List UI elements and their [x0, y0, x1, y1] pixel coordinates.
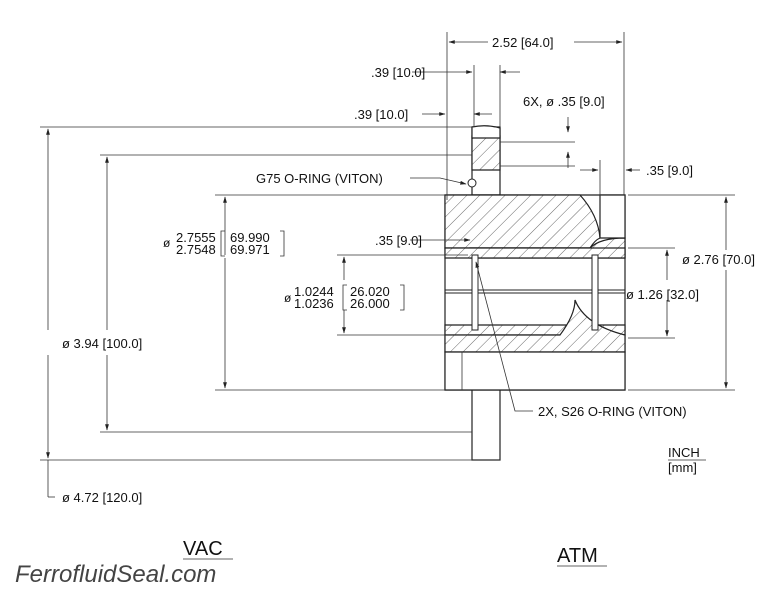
pilot-dia-mm-top: 69.990 — [230, 230, 270, 245]
housing-right-step — [599, 194, 626, 239]
pilot-dia-mm-bot: 69.971 — [230, 242, 270, 257]
vac-side-label: VAC — [183, 538, 223, 560]
dimension-lines — [40, 32, 735, 498]
pilot-dia-bracket — [220, 230, 225, 257]
bore-dia-mm-bot: 26.000 — [350, 296, 390, 311]
pilot-dia-in-bot: 2.7548 — [176, 242, 216, 257]
seal-cross-section — [444, 125, 626, 461]
units-primary: INCH — [668, 445, 700, 460]
bore-dia-in-top: 1.0244 — [294, 284, 334, 299]
pilot-dia-in-top: 2.7555 — [176, 230, 216, 245]
g75-oring-label: G75 O-RING (VITON) — [256, 171, 383, 186]
bore-dia-in-bot: 1.0236 — [294, 296, 334, 311]
housing-bottom-step — [444, 351, 626, 391]
flange-lower — [471, 387, 501, 461]
pilot-dia-symbol: ø — [163, 236, 171, 250]
s26-oring-right — [591, 254, 599, 331]
bolt-hole — [471, 135, 501, 171]
units-secondary: [mm] — [668, 460, 697, 475]
oring-groove-label: .35 [9.0] — [375, 233, 422, 248]
housing-lower-section — [444, 299, 626, 353]
bore-dia-mm-top: 26.020 — [350, 284, 390, 299]
s26-oring-label: 2X, S26 O-RING (VITON) — [538, 404, 687, 419]
bore-dia-symbol: ø — [284, 291, 292, 305]
flange-thickness-label: .39 [10.0] — [371, 65, 425, 80]
bolt-holes-label: 6X, ø .35 [9.0] — [523, 94, 605, 109]
overall-length-label: 2.52 [64.0] — [492, 35, 553, 50]
flange-offset-label: .39 [10.0] — [354, 107, 408, 122]
shaft-dia-label: ø 1.26 [32.0] — [626, 287, 699, 302]
atm-side-label: ATM — [557, 545, 598, 567]
atm-groove-label: .35 [9.0] — [646, 163, 693, 178]
bolt-circle-dia-label: ø 3.94 [100.0] — [62, 336, 142, 351]
housing-dia-label: ø 2.76 [70.0] — [682, 252, 755, 267]
flange-dia-label: ø 4.72 [120.0] — [62, 490, 142, 505]
bore-dia-bracket — [342, 284, 347, 311]
brand-watermark: FerrofluidSeal.com — [15, 561, 216, 588]
dimension-labels: 2.52 [64.0] .39 [10.0] .39 [10.0] 6X, ø … — [15, 35, 755, 588]
g75-oring — [467, 178, 477, 188]
flange-cap — [471, 125, 501, 139]
